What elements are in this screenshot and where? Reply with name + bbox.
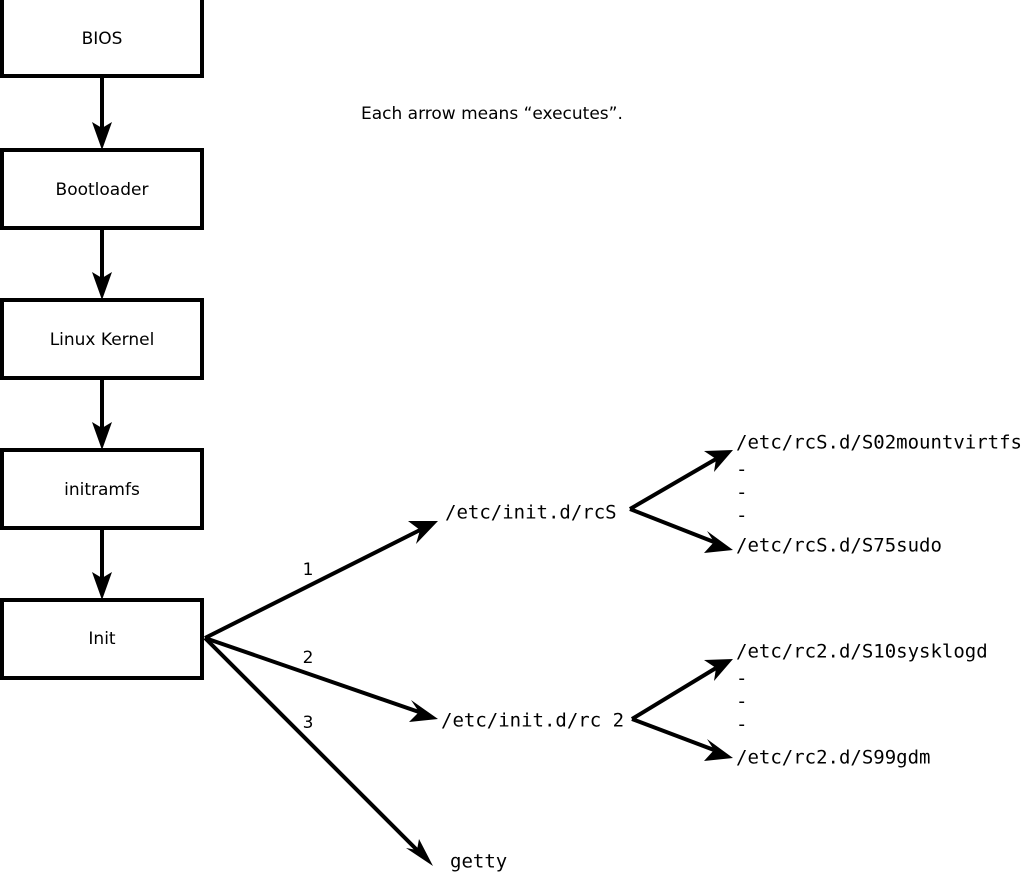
init-branch-numbers: 1 2 3 — [303, 560, 314, 733]
rcs-script-last: /etc/rcS.d/S75sudo — [736, 535, 942, 557]
branch-number-1: 1 — [303, 560, 314, 580]
branch-number-3: 3 — [303, 713, 314, 733]
rcs-ellipsis-dash-2: - — [736, 482, 747, 504]
node-init[interactable]: Init — [0, 598, 204, 680]
init-branch-labels: /etc/init.d/rcS /etc/init.d/rc 2 getty — [441, 502, 624, 873]
arrow-rcs-to-first — [628, 450, 733, 511]
rc2-fanout-arrows — [630, 659, 733, 761]
initramfs-label: initramfs — [64, 480, 140, 500]
node-initramfs[interactable]: initramfs — [0, 448, 204, 530]
arrow-bios-to-bootloader — [92, 76, 112, 150]
arrow-init-to-rc2 — [204, 636, 438, 722]
boot-chain-group: BIOS Bootloader Linux Kernel initramfs I… — [0, 0, 204, 680]
node-rc2-script-label[interactable]: /etc/init.d/rc 2 — [441, 710, 624, 732]
rcs-script-list: /etc/rcS.d/S02mountvirtfs - - - /etc/rcS… — [736, 432, 1022, 557]
rc2-ellipsis-dash-3: - — [736, 714, 747, 736]
bios-label: BIOS — [82, 29, 123, 49]
init-label: Init — [88, 629, 116, 649]
rc2-script-first: /etc/rc2.d/S10sysklogd — [736, 641, 988, 663]
kernel-box[interactable] — [0, 298, 204, 380]
diagram-caption: Each arrow means “executes”. — [361, 104, 623, 124]
rc2-script-last: /etc/rc2.d/S99gdm — [736, 747, 930, 769]
rc2-script-list: /etc/rc2.d/S10sysklogd - - - /etc/rc2.d/… — [736, 641, 988, 769]
arrow-rcs-to-last — [629, 507, 733, 553]
node-bootloader[interactable]: Bootloader — [0, 148, 204, 230]
rcs-script-first: /etc/rcS.d/S02mountvirtfs — [736, 432, 1022, 454]
arrow-initramfs-to-init — [92, 528, 112, 600]
kernel-label: Linux Kernel — [50, 330, 155, 350]
bios-box[interactable] — [0, 0, 204, 78]
rcs-fanout-arrows — [628, 450, 733, 553]
node-getty-label[interactable]: getty — [450, 851, 507, 873]
rcs-ellipsis-dash-3: - — [736, 505, 747, 527]
arrow-rc2-to-first — [630, 659, 733, 721]
boot-chain-arrows — [92, 76, 112, 600]
arrow-kernel-to-initramfs — [92, 378, 112, 450]
rc2-ellipsis-dash-2: - — [736, 691, 747, 713]
arrow-bootloader-to-kernel — [92, 228, 112, 300]
arrow-init-to-rcs — [204, 521, 438, 640]
node-rcs-script-label[interactable]: /etc/init.d/rcS — [445, 502, 617, 524]
rcs-ellipsis-dash-1: - — [736, 459, 747, 481]
node-kernel[interactable]: Linux Kernel — [0, 298, 204, 380]
node-bios[interactable]: BIOS — [0, 0, 204, 78]
arrow-init-to-getty — [203, 636, 433, 866]
arrow-rc2-to-last — [631, 717, 733, 761]
init-box[interactable] — [0, 598, 204, 680]
init-fanout-arrows — [203, 521, 438, 866]
branch-number-2: 2 — [303, 648, 314, 668]
bootloader-label: Bootloader — [56, 180, 149, 200]
rc2-ellipsis-dash-1: - — [736, 668, 747, 690]
